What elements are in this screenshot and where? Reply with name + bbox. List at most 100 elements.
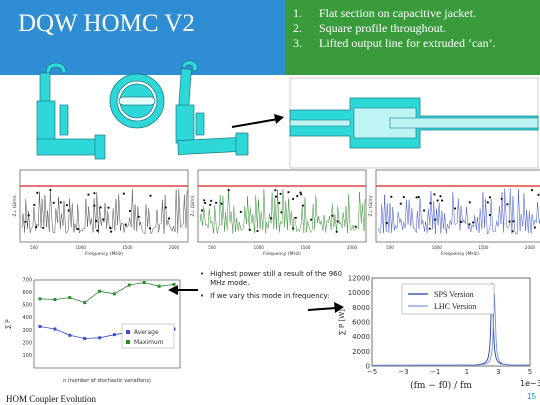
tick-label: 1500 (478, 245, 489, 250)
impedance-marker (248, 228, 251, 231)
tick-label: 2000 (525, 245, 536, 250)
impedance-marker (124, 223, 127, 226)
impedance-marker (512, 220, 515, 223)
y-tick-label: 6000 (352, 319, 370, 327)
impedance-marker (274, 189, 277, 192)
y-tick-label: 400 (22, 315, 32, 321)
arrows-overlay (168, 285, 344, 313)
impedance-marker (459, 220, 462, 223)
impedance-marker (52, 201, 55, 204)
x-axis-label: n (number of stochastic variations) (63, 378, 151, 384)
series-point (83, 301, 87, 305)
series-point (53, 298, 57, 301)
series-point (38, 325, 42, 328)
impedance-marker (274, 195, 278, 198)
y-tick-label: 100 (22, 353, 32, 359)
plot-frame (19, 169, 189, 243)
impedance-marker (67, 209, 70, 212)
impedance-marker (287, 191, 290, 194)
legend-label: Maximum (134, 339, 164, 346)
impedance-marker (468, 201, 471, 204)
impedance-marker (294, 216, 297, 219)
x-axis-label: Frequency (MHz) (85, 251, 123, 257)
impedance-marker (292, 227, 295, 230)
note-item: 3.Lifted output line for extruded ‘can’. (293, 36, 496, 51)
impedance-marker (210, 199, 213, 202)
x-tick-label: 1 (465, 368, 469, 376)
impedance-marker (331, 214, 334, 217)
tick-label: 500 (386, 245, 394, 250)
impedance-marker (299, 191, 302, 194)
impedance-marker (110, 230, 113, 233)
impedance-marker (454, 207, 457, 210)
impedance-marker (93, 192, 96, 195)
impedance-marker (33, 203, 36, 206)
impedance-marker (122, 192, 125, 195)
impedance-marker (24, 220, 27, 223)
notes-list: 1.Flat section on capacitive jacket. 2.S… (293, 6, 496, 51)
impedance-marker (296, 194, 299, 198)
x-axis-label: (fm − f0) / fm (410, 380, 472, 391)
title-bar: DQW HOMC V2 (0, 0, 285, 75)
impedance-marker (65, 204, 68, 207)
coupler-model-side (36, 62, 106, 160)
series-point (127, 283, 131, 287)
y-tick-label: 12000 (348, 275, 370, 283)
impedance-marker (429, 202, 432, 205)
y-tick-label: 0 (366, 363, 370, 371)
note-number: 1. (293, 6, 302, 20)
impedance-marker (280, 211, 283, 214)
left-arrow-icon (168, 285, 198, 295)
x-tick-label: −1 (430, 368, 440, 376)
impedance-marker (149, 194, 152, 197)
series-point (157, 284, 161, 288)
impedance-marker (215, 201, 218, 204)
impedance-marker (537, 193, 540, 196)
slide-title: DQW HOMC V2 (18, 10, 195, 37)
y-axis-label: Z⊥ (Ω/m) (368, 195, 374, 217)
tick-label: 2000 (347, 245, 358, 250)
coupler-models (36, 60, 284, 160)
impedance-marker (428, 227, 431, 230)
impedance-marker (99, 206, 102, 209)
impedance-marker (109, 227, 112, 230)
note-number: 2. (293, 21, 302, 35)
y-tick-label: 8000 (352, 304, 370, 312)
impedance-marker (87, 193, 90, 196)
impedance-marker (436, 199, 439, 202)
impedance-marker (335, 230, 338, 233)
legend-label: LHC Version (434, 302, 476, 311)
impedance-marker (107, 206, 110, 209)
impedance-marker (203, 199, 206, 202)
impedance-marker (423, 209, 426, 212)
impedance-marker (164, 206, 167, 209)
x-tick-label: 5 (528, 368, 532, 376)
x-axis-label: Frequency (MHz) (441, 251, 479, 257)
impedance-marker (209, 203, 212, 206)
impedance-marker (488, 213, 491, 217)
page-number: 15 (527, 392, 536, 401)
series-point (142, 281, 146, 284)
impedance-marker (301, 204, 304, 207)
x-axis-label: Frequency (MHz) (263, 251, 301, 257)
impedance-marker (256, 229, 259, 233)
impedance-marker (102, 218, 105, 221)
impedance-marker (434, 218, 437, 221)
series-point (112, 333, 116, 337)
y-tick-label: 500 (22, 303, 32, 309)
impedance-marker (227, 189, 230, 192)
note-number: 3. (293, 36, 302, 50)
note-text: Square profile throughout. (319, 21, 446, 35)
series-point (68, 333, 72, 337)
impedance-marker (200, 209, 204, 212)
right-arrow-icon (307, 302, 344, 313)
coupler-model-top (109, 73, 165, 129)
y-tick-label: 10000 (348, 289, 370, 297)
impedance-marker (530, 189, 534, 192)
impedance-marker (390, 195, 393, 198)
impedance-marker (468, 223, 471, 226)
